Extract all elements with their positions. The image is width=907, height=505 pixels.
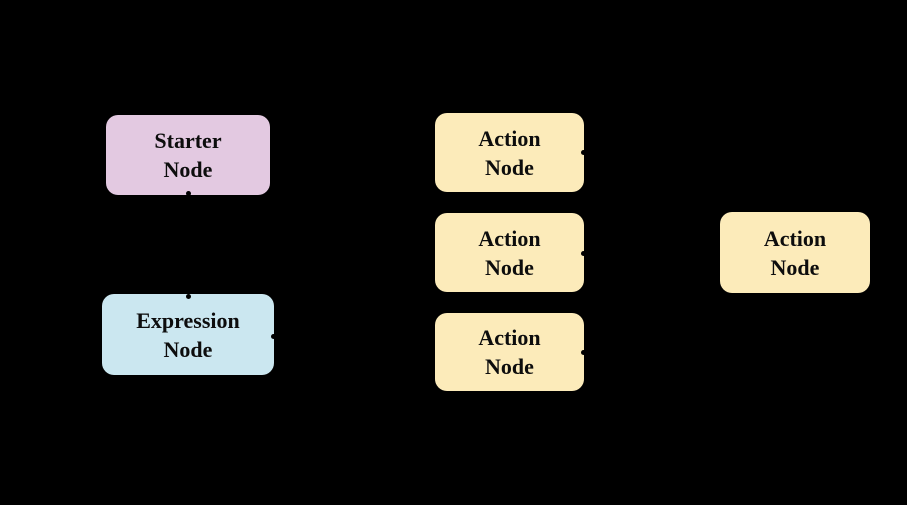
node-action-bottom: Action Node bbox=[435, 313, 584, 391]
node-action-right-label-line1: Action bbox=[763, 225, 827, 251]
node-starter-label-line2: Node bbox=[163, 157, 213, 182]
node-action-top-label-line2: Node bbox=[485, 154, 534, 180]
node-starter-label-line1: Starter bbox=[154, 128, 222, 153]
node-starter: Starter Node bbox=[106, 115, 270, 195]
node-action-bottom-label-line2: Node bbox=[485, 354, 534, 379]
connector-arrowhead-dot bbox=[580, 349, 586, 355]
node-action-top-label-line1: Action bbox=[478, 125, 541, 151]
node-action-right-label-line2: Node bbox=[770, 254, 820, 280]
node-expression-label-line1: Expression bbox=[136, 307, 240, 333]
node-expression-label-line2: Node bbox=[163, 336, 213, 362]
node-expression: Expression Node bbox=[102, 294, 274, 375]
connector-arrowhead-dot bbox=[580, 250, 586, 256]
connector-arrowhead-dot bbox=[185, 190, 191, 196]
node-action-bottom-label-line1: Action bbox=[478, 325, 541, 350]
node-action-middle-label-line1: Action bbox=[478, 225, 541, 251]
node-action-right: Action Node bbox=[720, 212, 870, 293]
node-action-middle: Action Node bbox=[435, 213, 584, 292]
node-action-middle-label-line2: Node bbox=[485, 254, 534, 280]
node-action-top: Action Node bbox=[435, 113, 584, 192]
connector-arrowhead-dot bbox=[580, 149, 586, 155]
connector-arrowhead-dot bbox=[270, 333, 276, 339]
connector-arrowhead-dot bbox=[185, 293, 191, 299]
